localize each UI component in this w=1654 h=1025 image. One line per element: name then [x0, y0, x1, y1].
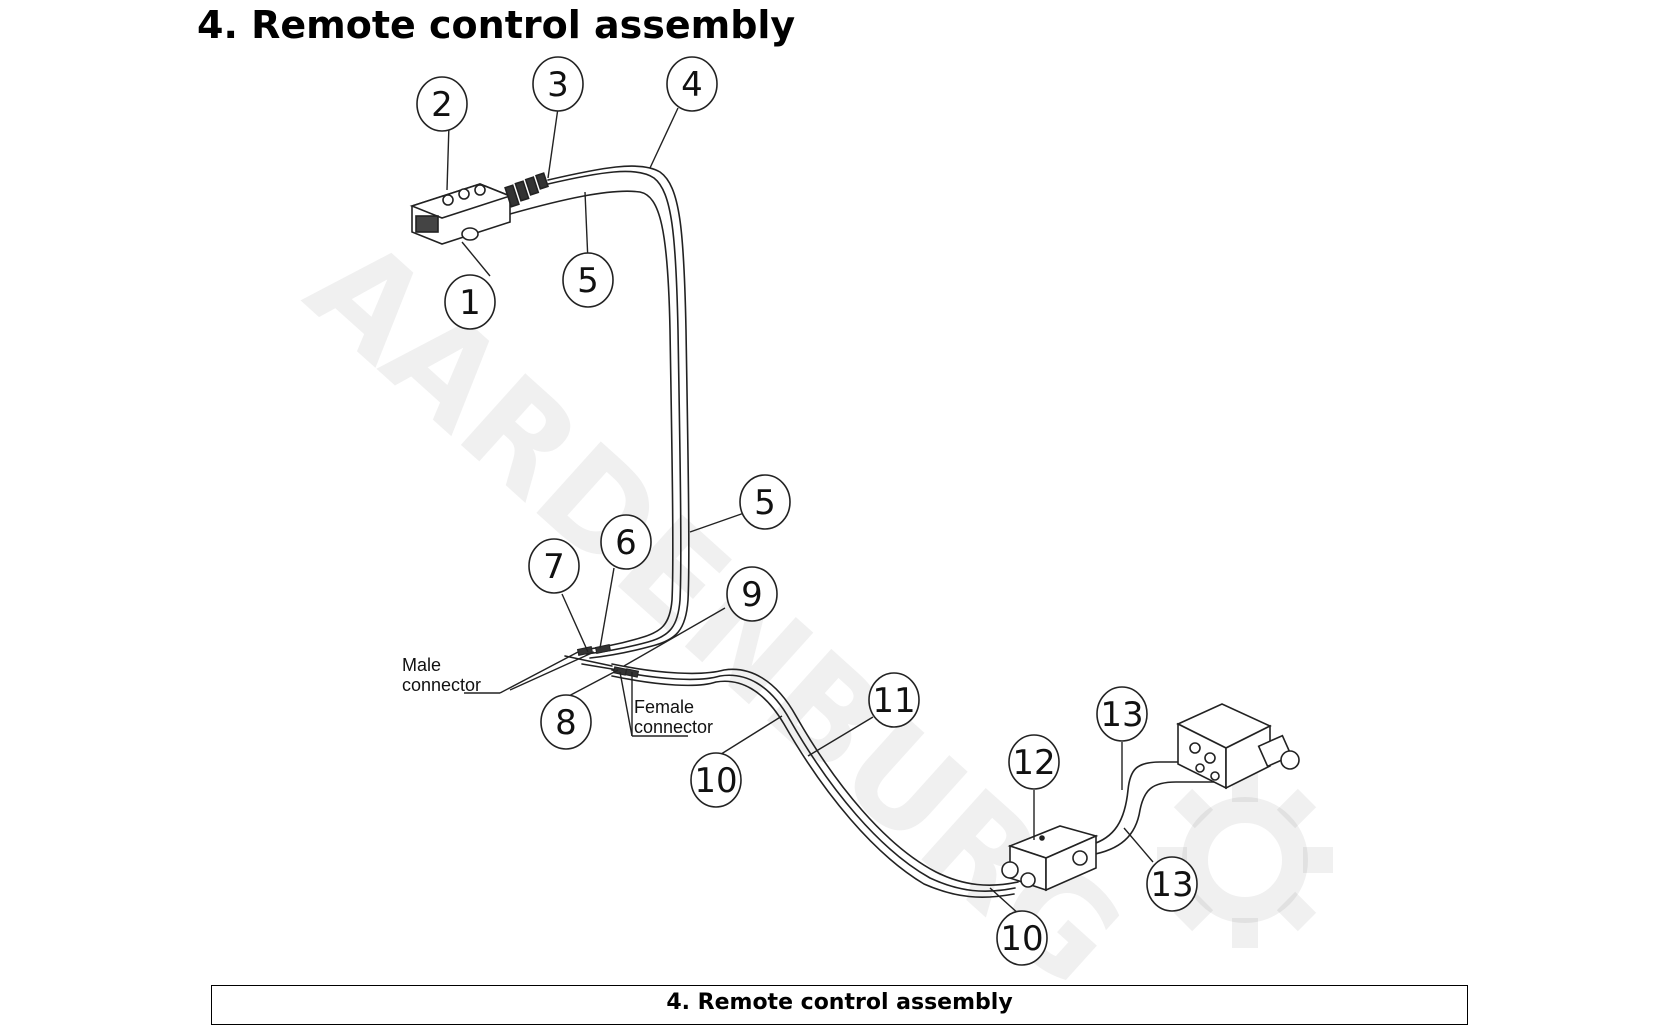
cable-10 [611, 669, 1016, 892]
callout-1: 1 [444, 274, 496, 330]
parts-table-header: 4. Remote control assembly [666, 990, 1013, 1015]
valve-block [1176, 703, 1300, 790]
svg-text:2: 2 [431, 85, 453, 125]
page-title: 4. Remote control assembly [197, 3, 796, 47]
callouts: 1 2 3 4 5 5 6 7 [416, 56, 1198, 966]
parts-table: 4. Remote control assembly [211, 985, 1468, 1025]
cable-13-lower [1089, 781, 1231, 856]
remote-control-assembly-diagram: AARDENBURG [279, 56, 1333, 985]
cable-13-upper [1089, 761, 1223, 846]
svg-text:7: 7 [543, 547, 565, 587]
callout-3: 3 [532, 56, 584, 112]
connector-stub-male [564, 655, 613, 667]
callout-10-right: 10 [996, 910, 1048, 966]
callout-10-left: 10 [690, 752, 742, 808]
cable-11 [611, 663, 1019, 886]
callout-11: 11 [868, 672, 920, 728]
svg-text:4: 4 [681, 65, 703, 105]
callout-13-lower: 13 [1146, 856, 1198, 912]
female-connector-label-line1: Female [634, 697, 694, 717]
svg-text:13: 13 [1150, 865, 1193, 905]
svg-text:5: 5 [577, 261, 599, 301]
cable-4 [547, 165, 690, 659]
cable-10b [611, 675, 1015, 898]
cable-5 [509, 190, 674, 651]
svg-text:6: 6 [615, 523, 637, 563]
female-connector-label-line2: connector [634, 717, 713, 737]
callout-5-lower: 5 [739, 474, 791, 530]
cable-4-inner [547, 170, 682, 655]
callout-2: 2 [416, 76, 468, 132]
callout-7: 7 [528, 538, 580, 594]
leader-lines [446, 107, 1154, 916]
strain-relief [504, 172, 549, 208]
svg-text:13: 13 [1100, 695, 1143, 735]
svg-text:9: 9 [741, 575, 763, 615]
svg-text:10: 10 [694, 761, 737, 801]
male-connector-label-line1: Male [402, 655, 441, 675]
connectors [576, 644, 640, 678]
callout-8: 8 [540, 694, 592, 750]
svg-text:11: 11 [872, 681, 915, 721]
svg-text:1: 1 [459, 283, 481, 323]
male-connector-label-line2: connector [402, 675, 481, 695]
callout-12: 12 [1008, 734, 1060, 790]
callout-9: 9 [726, 566, 778, 622]
svg-text:10: 10 [1000, 919, 1043, 959]
callout-4: 4 [666, 56, 718, 112]
junction-box [1001, 825, 1099, 892]
svg-text:8: 8 [555, 703, 577, 743]
cables [509, 165, 1231, 898]
svg-text:12: 12 [1012, 743, 1055, 783]
callout-13-upper: 13 [1096, 686, 1148, 742]
remote-pendant [409, 172, 549, 245]
svg-text:3: 3 [547, 65, 569, 105]
callout-5-upper: 5 [562, 252, 614, 308]
callout-6: 6 [600, 514, 652, 570]
svg-text:5: 5 [754, 483, 776, 523]
annotation-notes: Male connector Female connector [402, 655, 713, 737]
